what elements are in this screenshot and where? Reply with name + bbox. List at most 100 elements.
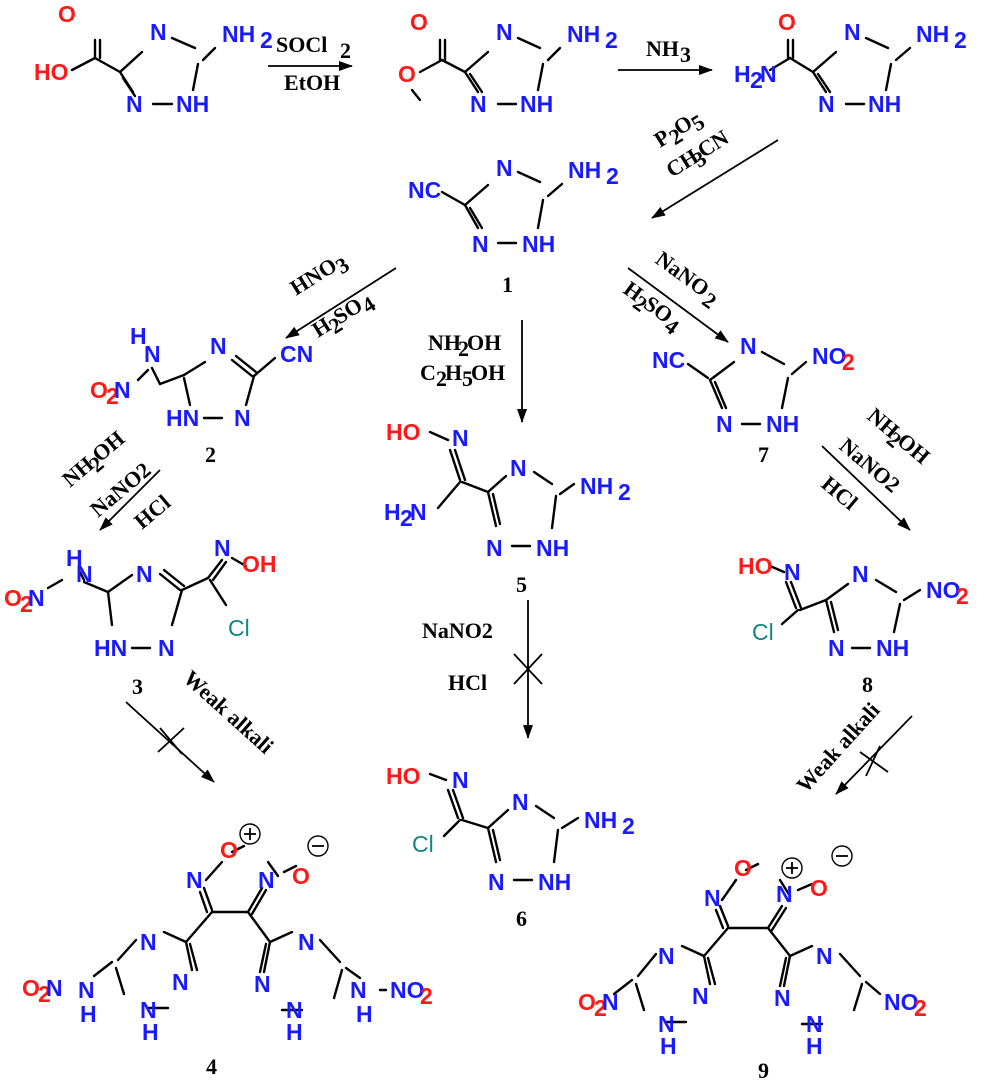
atom-h: H — [356, 1001, 373, 1027]
atom-ho: HO — [34, 59, 69, 85]
atom-n: N — [512, 789, 529, 815]
reagent-sub: 2 — [436, 366, 447, 391]
atom-n: N — [78, 977, 95, 1003]
amide: O H 2 N N NH 2 N NH — [734, 9, 967, 117]
negative-charge-icon — [307, 835, 329, 857]
atom-h2n: H — [384, 499, 401, 525]
atom-no2: NO — [390, 977, 425, 1003]
atom-nc: NC — [408, 177, 441, 203]
compound-number-8: 8 — [862, 672, 873, 697]
atom-n: N — [76, 561, 93, 587]
atom-nh: NH — [520, 91, 553, 117]
atom-n: N — [140, 929, 157, 955]
atom-n: N — [496, 155, 513, 181]
atom-oh: OH — [242, 551, 277, 577]
compound-6: HO N Cl N NH 2 N NH 6 — [386, 763, 635, 931]
cross-mark — [159, 727, 183, 755]
cross-mark — [859, 751, 889, 773]
atom-n: N — [140, 997, 157, 1023]
reagent-nh3: NH — [646, 36, 679, 61]
atom-nc: NC — [652, 347, 685, 373]
compound-number-3: 3 — [132, 674, 143, 699]
compound-number-7: 7 — [758, 442, 769, 467]
compound-number-5: 5 — [516, 572, 527, 597]
atom-o: O — [398, 61, 416, 87]
cross-mark — [513, 653, 543, 685]
atom-o: O — [778, 9, 796, 35]
negative-charge-icon — [831, 845, 853, 867]
reagent-part: OH — [467, 330, 501, 355]
atom-n: N — [776, 881, 793, 907]
sub: 2 — [106, 383, 119, 409]
compound-9: N O N O N N N H O 2 N N N N H NO 2 9 — [578, 845, 927, 1082]
atom-n: N — [510, 455, 527, 481]
sub: 2 — [956, 583, 969, 609]
atom-nh2: NH — [568, 157, 601, 183]
arrow-chlorination-2 — [99, 469, 161, 531]
atom-nh: NH — [536, 535, 569, 561]
atom-n: N — [286, 997, 303, 1023]
atom-o2n: O — [90, 377, 108, 403]
atom-h2n: H — [734, 61, 751, 87]
compound-number-6: 6 — [516, 906, 527, 931]
sub: 2 — [914, 995, 927, 1021]
atom-no2: NO — [884, 989, 919, 1015]
sub: 2 — [606, 163, 619, 189]
sub: 2 — [954, 27, 967, 53]
reagent-weak-alkali: Weak alkali — [791, 697, 884, 797]
atom-no2: NO — [812, 343, 847, 369]
reagent-sub: 2 — [340, 38, 351, 63]
atom-n: N — [740, 333, 757, 359]
reagent-nh2oh: NH — [428, 330, 461, 355]
atom-h: H — [142, 1019, 159, 1045]
cross-mark — [865, 745, 881, 777]
positive-charge-icon — [781, 857, 803, 879]
atom-n: N — [818, 91, 835, 117]
reagent-etoh: EtOH — [284, 70, 340, 95]
atom-n: N — [486, 535, 503, 561]
atom-cn: CN — [280, 341, 313, 367]
arrow-chlorination-7 — [821, 445, 911, 531]
atom-n: N — [144, 341, 161, 367]
atom-n: N — [852, 561, 869, 587]
atom-o2n: O — [4, 585, 22, 611]
arrow-failed-cyclization-8 — [835, 715, 913, 795]
compound-5: HO N H 2 N N NH 2 N NH 5 — [384, 419, 631, 597]
atom-n: N — [46, 975, 63, 1001]
compound-number-4: 4 — [206, 1054, 217, 1079]
atom-n: N — [488, 869, 505, 895]
atom-n: N — [704, 885, 721, 911]
atom-n: N — [806, 1011, 823, 1037]
reagent-part: H — [445, 360, 462, 385]
atom-hn: HN — [166, 405, 199, 431]
atom-nh2: NH — [222, 21, 255, 47]
atom-nh2: NH — [916, 21, 949, 47]
atom-n: N — [784, 559, 801, 585]
atom-n: N — [452, 425, 469, 451]
arrow-dehydration — [651, 139, 779, 219]
atom-n: N — [172, 969, 189, 995]
sub: 2 — [750, 67, 763, 93]
arrow-nitration — [285, 267, 397, 339]
reagent-nano2: NaNO2 — [422, 618, 493, 643]
atom-n: N — [658, 1011, 675, 1037]
atom-n: N — [214, 535, 231, 561]
atom-n: N — [658, 943, 675, 969]
starting-acid: O HO N NH 2 N NH — [34, 1, 273, 117]
atom-nh2: NH — [567, 21, 600, 47]
reagent-sub: 3 — [680, 42, 691, 67]
arrow-diazotization — [627, 267, 729, 343]
atom-n: N — [470, 91, 487, 117]
sub: 2 — [38, 981, 51, 1007]
atom-ho: HO — [386, 419, 421, 445]
compound-number-1: 1 — [502, 272, 513, 297]
sub: 2 — [594, 995, 607, 1021]
atom-h: H — [806, 1033, 823, 1059]
compound-1: NC N NH 2 N NH 1 — [408, 155, 619, 297]
reagent-socl2: SOCl — [276, 32, 327, 57]
compound-4: N O N O N N N H N H O 2 N N N N H N H NO… — [22, 823, 433, 1079]
atom-n: N — [716, 411, 733, 437]
atom-o2n: O — [22, 975, 40, 1001]
reagent-sub: 2 — [458, 336, 469, 361]
